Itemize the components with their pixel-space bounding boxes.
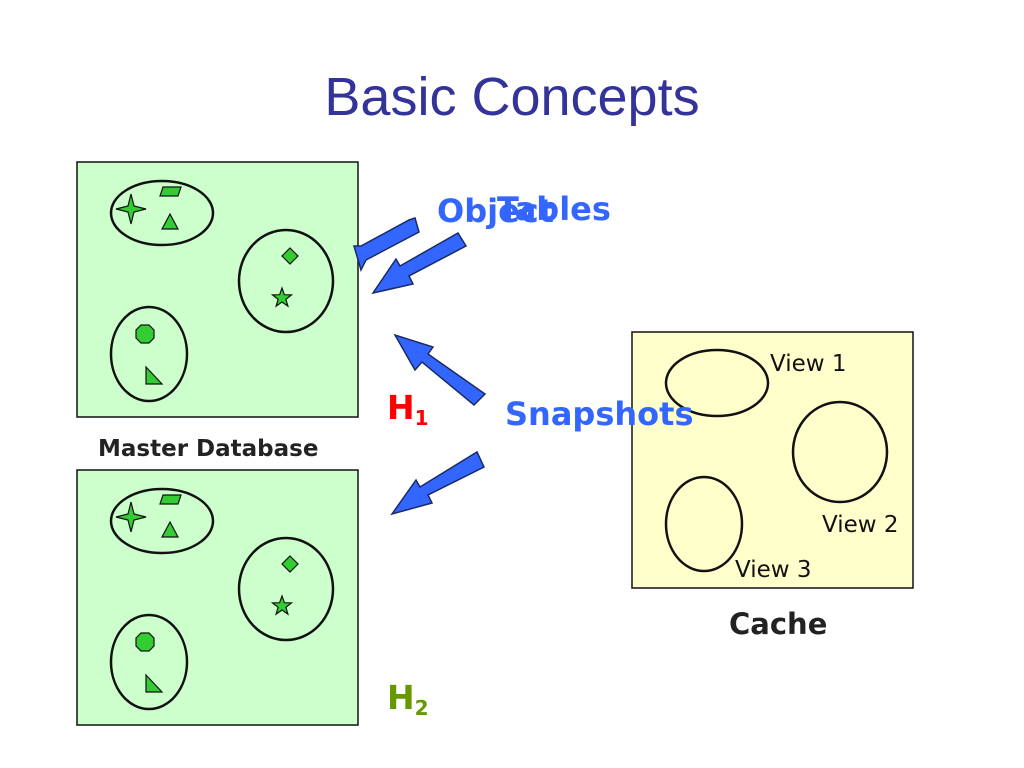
- arrow-object: [353, 217, 420, 273]
- database-copy-box: [76, 469, 359, 726]
- arrow-tables: [371, 231, 468, 295]
- view2-label: View 2: [822, 512, 899, 538]
- view2-ellipse: [791, 400, 889, 504]
- h2-label: H2: [387, 678, 429, 720]
- arrow-snapshots-h1: [393, 333, 487, 407]
- cache-box: [631, 331, 914, 589]
- master-database-box: [76, 161, 359, 418]
- view1-label: View 1: [770, 351, 847, 377]
- cache-caption: Cache: [729, 607, 828, 641]
- view1-ellipse: [664, 348, 770, 418]
- h1-label: H1: [387, 388, 429, 430]
- arrow-snapshots-h2: [390, 450, 485, 516]
- object-label: Object: [437, 192, 555, 230]
- view3-label: View 3: [735, 557, 812, 583]
- slide-title: Basic Concepts: [324, 67, 700, 127]
- snapshots-label: Snapshots: [505, 395, 694, 433]
- master-database-caption: Master Database: [98, 436, 319, 462]
- tables-label: Tables: [497, 190, 611, 228]
- view3-ellipse: [664, 475, 744, 573]
